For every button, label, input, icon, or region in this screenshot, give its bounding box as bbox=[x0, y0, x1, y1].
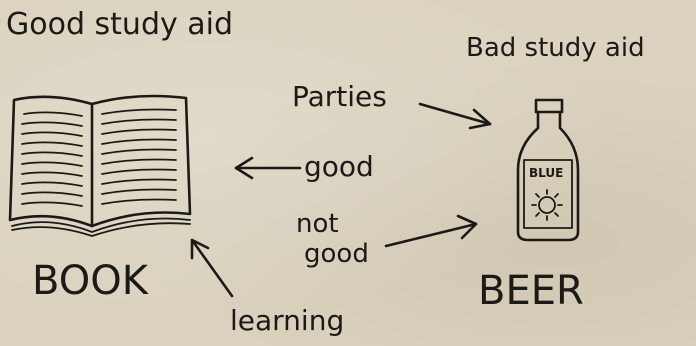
good-arrow bbox=[236, 158, 300, 178]
book-icon bbox=[10, 96, 190, 236]
parties-label: Parties bbox=[292, 80, 387, 113]
beer-label: BEER bbox=[478, 268, 584, 314]
good-study-aid-caption: Good study aid bbox=[6, 7, 233, 42]
good-label: good bbox=[304, 150, 374, 183]
not-good-arrow bbox=[386, 216, 476, 246]
not-good-label-line2: good bbox=[304, 239, 369, 269]
not-good-label-line1: not bbox=[296, 209, 339, 239]
learning-label: learning bbox=[230, 304, 344, 337]
bad-study-aid-caption: Bad study aid bbox=[466, 33, 645, 63]
bottle-label-text: BLUE bbox=[529, 166, 563, 180]
book-label: BOOK bbox=[32, 258, 150, 304]
parties-arrow bbox=[420, 104, 490, 128]
learning-arrow bbox=[192, 240, 232, 296]
